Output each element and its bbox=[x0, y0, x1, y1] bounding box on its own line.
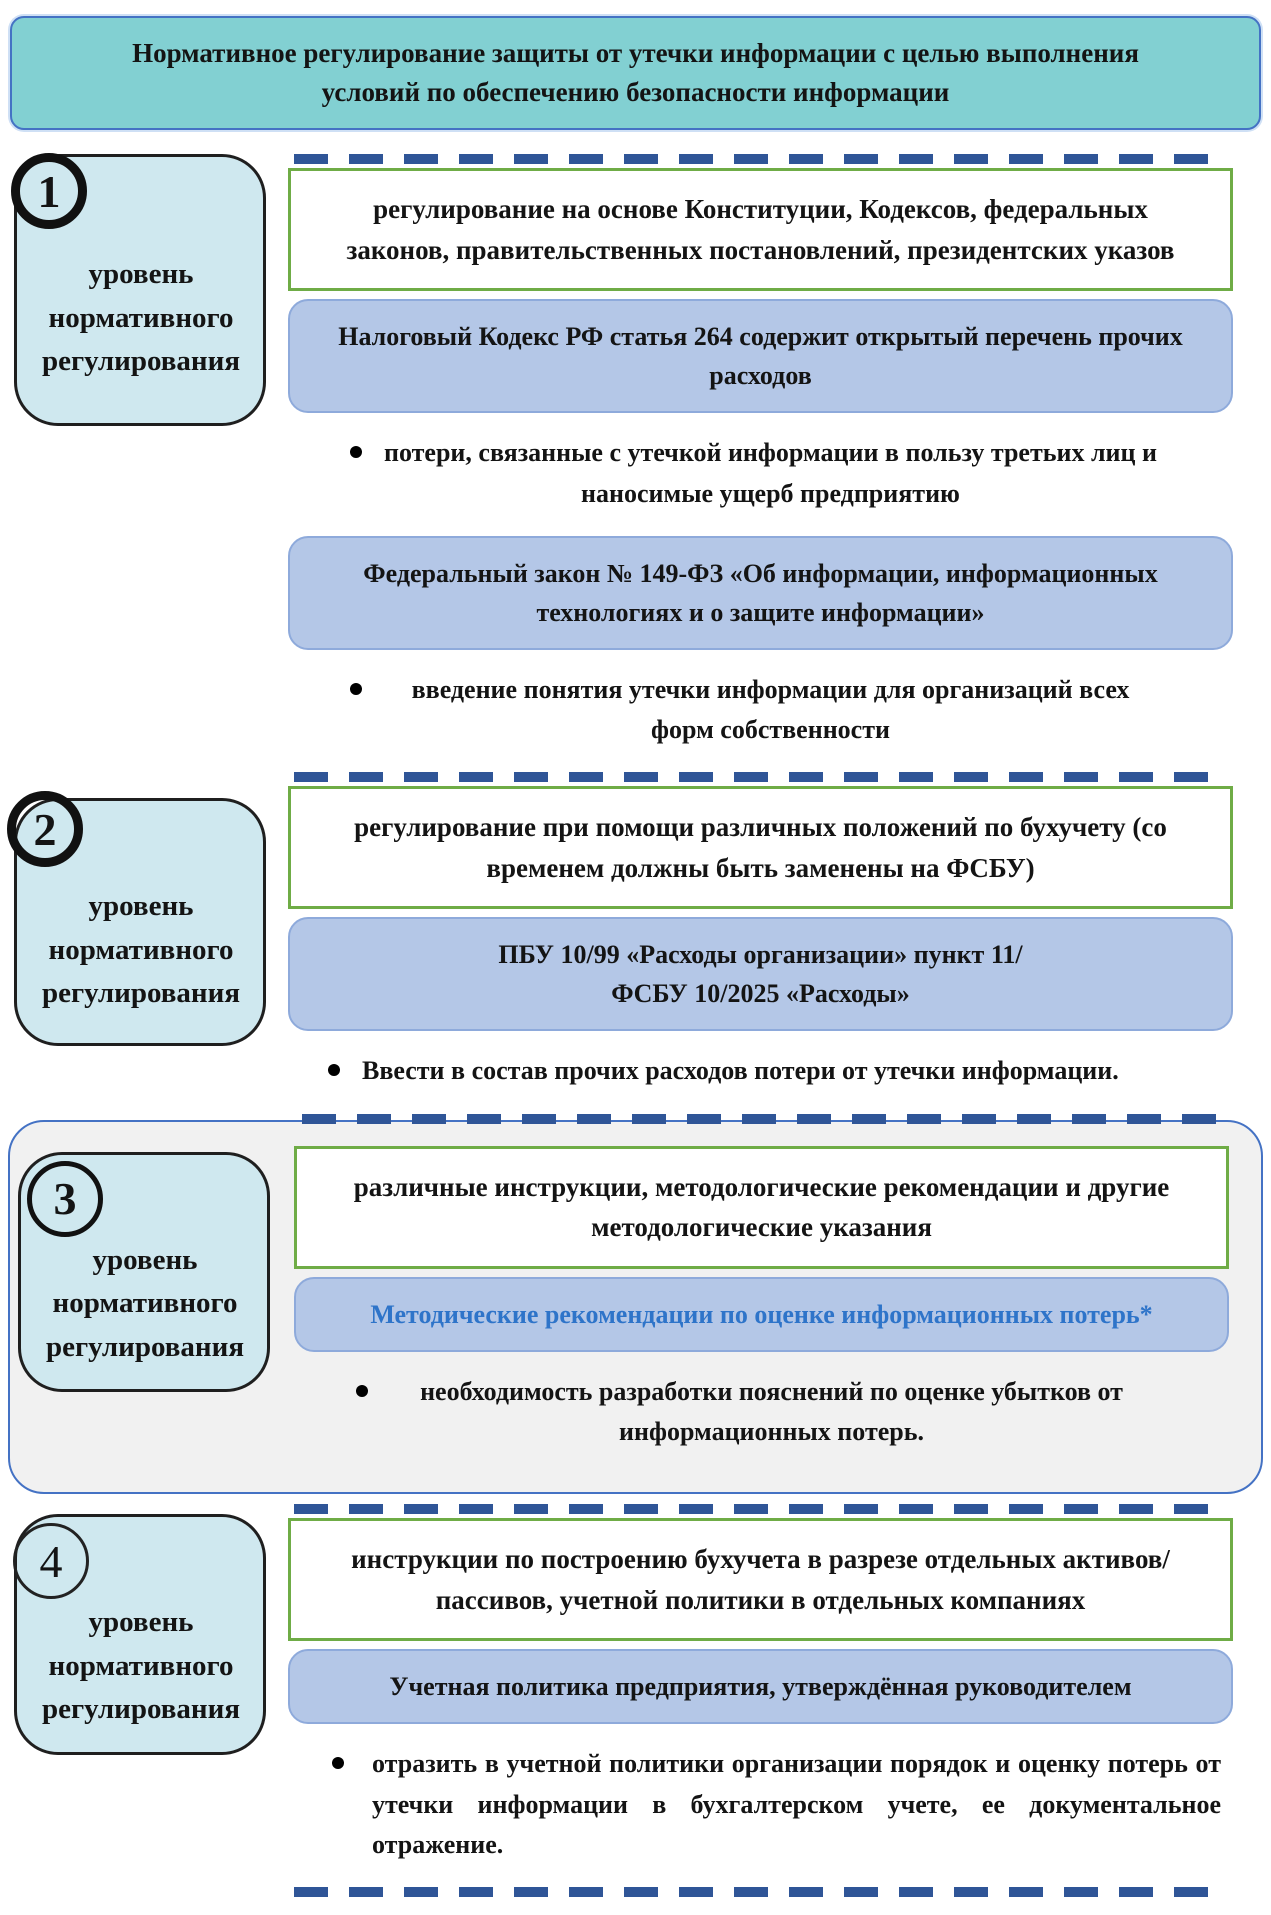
level-3-content: различные инструкции, методологические р… bbox=[294, 1136, 1229, 1475]
level-1-label: уровень нормативного регулирования bbox=[41, 258, 241, 378]
level-1-blue-box-federal-law: Федеральный закон № 149-ФЗ «Об информаци… bbox=[288, 535, 1233, 650]
level-4-section: 4 уровень нормативного регулирования инс… bbox=[0, 1494, 1271, 1915]
bullet-dot-icon bbox=[332, 1757, 344, 1770]
level-4-badge: 4 уровень нормативного регулирования bbox=[13, 1514, 266, 1755]
level-1-number-circle-icon: 1 bbox=[11, 153, 87, 230]
level-4-number-circle-icon: 4 bbox=[13, 1523, 89, 1600]
level-4-badge-column: 4 уровень нормативного регулирования bbox=[13, 1494, 266, 1755]
dashed-separator-3 bbox=[302, 1113, 1227, 1124]
level-3-number-circle-icon: 3 bbox=[27, 1160, 103, 1237]
level-1-bullet-definition-text: введение понятия утечки информации для о… bbox=[411, 674, 1130, 745]
level-2-bullet-text: Ввести в состав прочих расходов потери о… bbox=[362, 1056, 1119, 1086]
level-3-bullet: необходимость разработки пояснений по оц… bbox=[294, 1372, 1229, 1453]
level-2-bullet: Ввести в состав прочих расходов потери о… bbox=[288, 1051, 1233, 1091]
level-2-badge: 2 уровень нормативного регулирования bbox=[7, 791, 266, 1047]
level-3-bullet-text: необходимость разработки пояснений по оц… bbox=[420, 1376, 1123, 1447]
dashed-separator-3-wrap bbox=[0, 1113, 1271, 1124]
level-1-section: 1 уровень нормативного регулирования рег… bbox=[0, 153, 1271, 772]
level-4-bullet-text: отразить в учетной политики организации … bbox=[372, 1749, 1221, 1859]
level-1-green-box: регулирование на основе Конституции, Код… bbox=[288, 168, 1233, 292]
level-1-badge: 1 уровень нормативного регулирования bbox=[11, 153, 266, 427]
level-2-number-circle-icon: 2 bbox=[7, 791, 83, 868]
level-2-number: 2 bbox=[33, 803, 57, 855]
level-3-label: уровень нормативного регулирования bbox=[45, 1243, 245, 1363]
level-2-blue-box-line-1: ПБУ 10/99 «Расходы организации» пункт 11… bbox=[498, 940, 1023, 970]
level-1-bullet-losses-text: потери, связанные с утечкой информации в… bbox=[384, 438, 1157, 508]
level-4-blue-box-accounting-policy: Учетная политика предприятия, утверждённ… bbox=[288, 1649, 1233, 1725]
level-3-badge: 3 уровень нормативного регулирования bbox=[18, 1151, 270, 1393]
level-2-section: 2 уровень нормативного регулирования рег… bbox=[0, 772, 1271, 1113]
level-4-label: уровень нормативного регулирования bbox=[41, 1606, 241, 1726]
level-1-content: регулирование на основе Конституции, Код… bbox=[288, 154, 1233, 772]
dashed-separator-4 bbox=[294, 1504, 1227, 1515]
level-1-badge-column: 1 уровень нормативного регулирования bbox=[11, 153, 266, 427]
level-2-content: регулирование при помощи различных полож… bbox=[288, 772, 1233, 1113]
bullet-dot-icon bbox=[350, 682, 362, 695]
bullet-dot-icon bbox=[328, 1064, 340, 1077]
level-1-bullet-definition: введение понятия утечки информации для о… bbox=[288, 670, 1233, 751]
level-1-number: 1 bbox=[37, 165, 61, 217]
level-4-content: инструкции по построению бухучета в разр… bbox=[288, 1494, 1233, 1915]
level-2-green-box: регулирование при помощи различных полож… bbox=[288, 786, 1233, 910]
level-3-section: 3 уровень нормативного регулирования раз… bbox=[18, 1136, 1229, 1475]
level-3-blue-box-method-recommendations: Методические рекомендации по оценке инфо… bbox=[294, 1276, 1229, 1352]
level-2-label: уровень нормативного регулирования bbox=[41, 890, 241, 1010]
level-1-bullet-losses: потери, связанные с утечкой информации в… bbox=[288, 433, 1233, 514]
dashed-separator-2 bbox=[294, 772, 1227, 783]
level-2-blue-box-line-2: ФСБУ 10/2025 «Расходы» bbox=[611, 979, 910, 1009]
dashed-separator-bottom bbox=[294, 1887, 1227, 1898]
level-2-blue-box-pbu: ПБУ 10/99 «Расходы организации» пункт 11… bbox=[288, 917, 1233, 1032]
bullet-dot-icon bbox=[356, 1384, 368, 1397]
level-4-green-box: инструкции по построению бухучета в разр… bbox=[288, 1518, 1233, 1642]
dashed-separator-1 bbox=[294, 154, 1227, 165]
level-4-number: 4 bbox=[39, 1535, 63, 1587]
level-3-green-box: различные инструкции, методологические р… bbox=[294, 1145, 1229, 1269]
level-1-blue-box-tax-code: Налоговый Кодекс РФ статья 264 содержит … bbox=[288, 299, 1233, 414]
level-3-badge-column: 3 уровень нормативного регулирования bbox=[18, 1136, 270, 1393]
bullet-dot-icon bbox=[350, 446, 362, 459]
level-2-badge-column: 2 уровень нормативного регулирования bbox=[7, 772, 266, 1047]
level-3-container: 3 уровень нормативного регулирования раз… bbox=[8, 1119, 1263, 1495]
level-3-number: 3 bbox=[53, 1173, 77, 1225]
diagram-title: Нормативное регулирование защиты от утеч… bbox=[10, 16, 1261, 131]
level-4-bullet: отразить в учетной политики организации … bbox=[288, 1744, 1233, 1865]
